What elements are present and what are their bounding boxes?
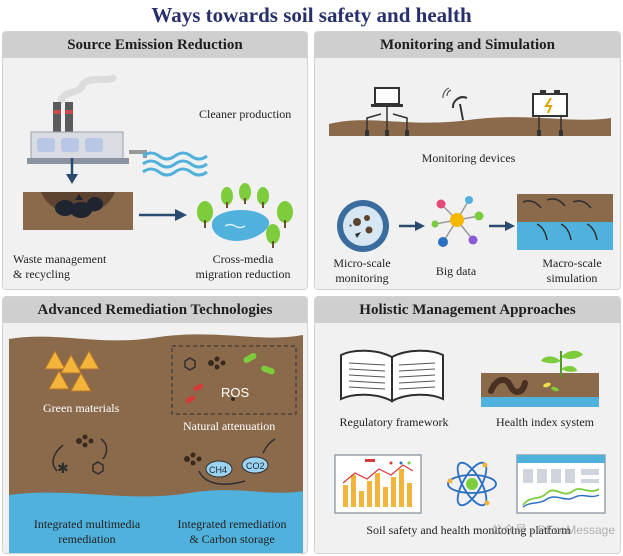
panel-holistic-management: Holistic Management Approaches Regulator… <box>314 296 621 554</box>
monitoring-devices-label: Monitoring devices <box>421 151 516 165</box>
soil-water-background <box>9 334 303 553</box>
big-data-network-icon <box>431 196 484 247</box>
integrated-multimedia-label: Integrated multimedia remediation <box>33 517 141 546</box>
ch4-label: CH4 <box>209 465 228 475</box>
big-data-label: Big data <box>435 264 477 278</box>
integrated-carbon-label: Integrated remediation & Carbon storage <box>177 517 287 546</box>
cleaner-production-label: Cleaner production <box>199 107 292 121</box>
arrow-right-icon <box>489 221 515 231</box>
book-icon <box>340 349 444 403</box>
atom-icon <box>447 461 497 507</box>
arrow-right-icon <box>399 221 425 231</box>
pond-trees-illustration <box>197 183 293 248</box>
page-title: Ways towards soil safety and health <box>151 3 472 27</box>
panel-heading: Monitoring and Simulation <box>315 32 620 58</box>
factory-illustration <box>27 74 147 164</box>
health-index-illustration <box>481 350 599 407</box>
micro-scale-illustration: * <box>337 200 389 252</box>
platform-chart-icon <box>334 454 422 514</box>
health-index-label: Health index system <box>496 415 594 429</box>
cycle-arrows-left: ✱ <box>52 434 108 476</box>
micro-scale-label: Micro-scale monitoring <box>333 256 391 285</box>
carbon-cycle-illustration <box>184 438 276 485</box>
arrow-down-icon <box>66 158 78 184</box>
green-materials-icon <box>44 349 100 392</box>
arrow-right-icon <box>139 209 187 221</box>
co2-label: CO2 <box>246 461 265 471</box>
macro-scale-label: Macro-scale simulation <box>542 256 602 285</box>
macro-scale-simulation-illustration <box>517 194 613 250</box>
natural-attenuation-box <box>171 345 297 415</box>
green-materials-label: Green materials <box>43 401 120 415</box>
panel-heading: Source Emission Reduction <box>3 32 307 58</box>
ros-label: ROS <box>221 385 250 400</box>
panel-heading: Advanced Remediation Technologies <box>3 297 307 323</box>
svg-text:*: * <box>349 223 352 232</box>
panel-advanced-remediation: Advanced Remediation Technologies Green … <box>2 296 308 554</box>
svg-text:✱: ✱ <box>57 460 69 476</box>
panel-monitoring-simulation: Monitoring and Simulation Monitoring dev… <box>314 31 621 290</box>
platform-dashboard-icon <box>516 454 606 514</box>
waste-management-label: Waste management & recycling <box>13 252 107 281</box>
cross-media-label: Cross-media migration reduction <box>195 252 291 281</box>
monitoring-devices-illustration <box>329 87 611 136</box>
panel-source-emission-reduction: Source Emission Reduction Cleaner produc… <box>2 31 308 290</box>
clean-water-waves <box>142 151 208 177</box>
natural-attenuation-label: Natural attenuation <box>183 419 276 433</box>
waste-pit-illustration <box>23 192 133 230</box>
platform-label: Soil safety and health monitoring platfo… <box>366 523 571 537</box>
panel-heading: Holistic Management Approaches <box>315 297 620 323</box>
watermark-text: 公众号 · PEcoMessage <box>490 523 615 537</box>
regulatory-framework-label: Regulatory framework <box>339 415 449 429</box>
